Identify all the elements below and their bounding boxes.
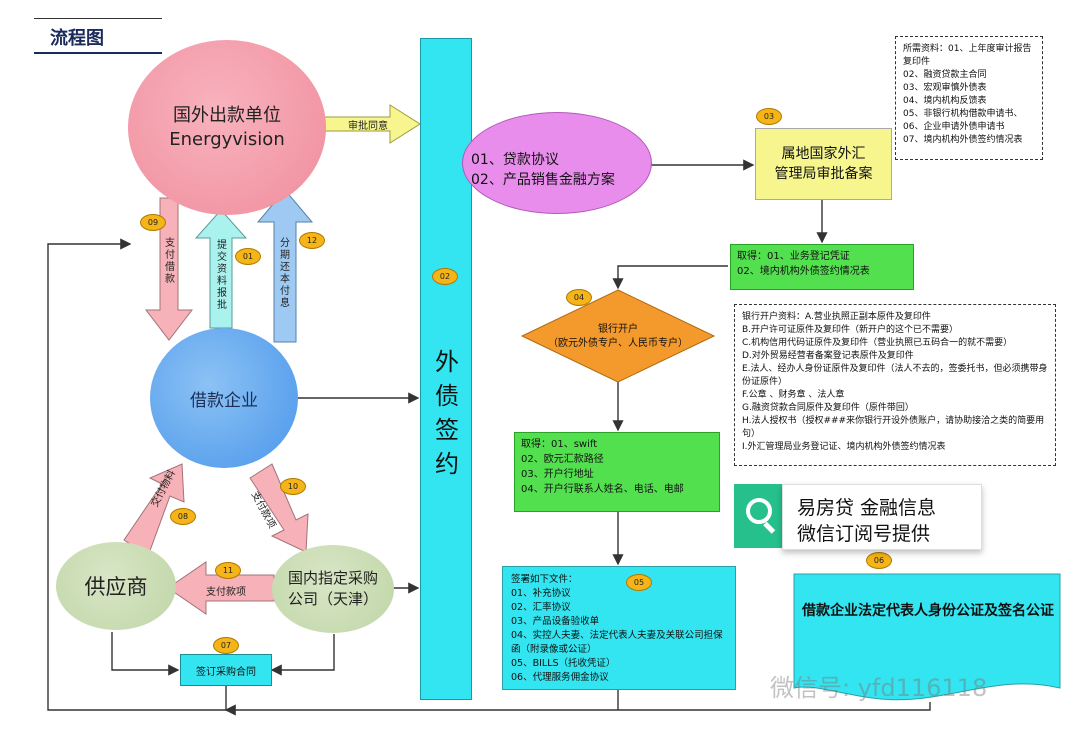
obtain-swift-box: 取得：01、swift 02、欧元汇款路径 03、开户行地址 04、开户行联系人… (514, 432, 720, 512)
connector-obtain-bank (612, 265, 728, 290)
page-title: 流程图 (20, 14, 162, 54)
debt-signing-label: 外债签约 (435, 348, 459, 478)
safe-material-line: 07、境内机构外债签约情况表 (903, 135, 1023, 145)
bank-material-line: B.开户许可证原件及复印件（新开户的这个已不需要） (742, 325, 959, 335)
bank-material-line: E.法人、经办人身份证原件及复印件（法人不去的，签委托书，但必须携带身份证原件） (742, 364, 1048, 387)
obtain-swift-line: 取得：01、swift (521, 439, 598, 450)
bank-account-label: 银行开户 （欧元外债专户、人民币专户） (540, 323, 696, 351)
repay-label: 分期还本付息 (280, 238, 290, 309)
notary-document-shape (793, 573, 1061, 701)
safe-material-line: 06、企业申请外债申请书 (903, 122, 1005, 132)
borrower-node: 借款企业 (150, 328, 298, 468)
step-badge-10: 10 (280, 478, 306, 495)
obtain-line: 取得：01、业务登记凭证 (737, 251, 850, 262)
safe-material-line: 所需资料：01、上年度审计报告复印件 (903, 44, 1032, 67)
deliver-block-arrow (123, 463, 185, 557)
sign-doc-line: 06、代理服务佣金协议 (511, 672, 609, 683)
repay-block-arrow (256, 189, 314, 343)
step-badge-03: 03 (756, 108, 782, 125)
bank-account-title: 银行开户 (598, 324, 638, 335)
safe-approval-line-1: 属地国家外汇 (781, 146, 866, 162)
safe-material-line: 03、宏观审慎外债表 (903, 83, 987, 93)
sign-doc-line: 05、BILLS（托收凭证） (511, 658, 616, 669)
sign-doc-line: 03、产品设备验收单 (511, 616, 600, 627)
lender-brand: Energyvision (169, 128, 285, 150)
connector-notary-bottom (224, 702, 931, 716)
bank-material-line: C.机构信用代码证原件及复印件（营业执照已五码合一的就不需要） (742, 338, 1013, 348)
safe-approval-line-2: 管理局审批备案 (774, 166, 873, 182)
connector-left-loop (47, 238, 228, 711)
step-badge-12: 12 (299, 232, 325, 249)
contract-line-2: 02、产品销售金融方案 (471, 172, 615, 188)
bank-material-line: G.融资贷款合同原件及复印件（原件带回） (742, 403, 914, 413)
approval-block-arrow (317, 104, 421, 144)
contract-line-1: 01、贷款协议 (471, 152, 559, 168)
pay-supplier-block-arrow (167, 561, 275, 615)
obtain-swift-line: 02、欧元汇款路径 (521, 454, 604, 465)
sign-documents-box: 签署如下文件： 01、补充协议 02、汇率协议 03、产品设备验收单 04、实控… (502, 566, 736, 690)
procurement-node: 国内指定采购 公司（天津） (272, 545, 394, 633)
safe-material-line: 04、境内机构反馈表 (903, 96, 987, 106)
lender-node: 国外出款单位 Energyvision (128, 40, 326, 215)
supplier-node: 供应商 (56, 542, 176, 630)
bank-account-subtitle: （欧元外债专户、人民币专户） (548, 338, 688, 349)
bank-materials-box: 银行开户资料：A.营业执照正副本原件及复印件 B.开户许可证原件及复印件（新开户… (734, 304, 1056, 466)
bank-material-line: H.法人授权书（授权###来你银行开设外债账户，请协助接洽之类的简要用句） (742, 416, 1045, 439)
procurement-label-2: 公司（天津） (287, 590, 378, 608)
pay-supplier-label: 支付款项 (206, 587, 246, 598)
bank-material-line: I.外汇管理局业务登记证、境内机构外债签约情况表 (742, 442, 946, 452)
sign-doc-line: 02、汇率协议 (511, 602, 571, 613)
search-icon (734, 484, 782, 548)
step-badge-09: 09 (140, 214, 166, 231)
bank-material-line: 银行开户资料：A.营业执照正副本原件及复印件 (742, 312, 931, 322)
bank-material-line: D.对外贸易经营者备案登记表原件及复印件 (742, 351, 914, 361)
connector-procure-sign (270, 634, 335, 676)
step-badge-11: 11 (215, 562, 241, 579)
connector-supplier-sign (111, 632, 180, 676)
approval-label: 审批同意 (348, 121, 388, 132)
debt-signing-bar: 外债签约 (420, 38, 472, 700)
sign-doc-line: 04、实控人夫妻、法定代表人夫妻及关联公司担保函（附录像或公证） (511, 630, 723, 655)
banner-line-2: 微信订阅号提供 (797, 523, 931, 545)
bank-material-line: F.公章 、财务章 、法人章 (742, 390, 845, 400)
bank-account-diamond (520, 289, 716, 383)
contract-bubble: 01、贷款协议 02、产品销售金融方案 (462, 112, 652, 214)
obtain-line: 02、境内机构外债签约情况表 (737, 266, 870, 277)
pay-loan-label: 支付借款 (165, 238, 175, 285)
safe-material-line: 05、非银行机构借款申请书、 (903, 109, 1023, 119)
page-title-text: 流程图 (50, 28, 104, 49)
banner-line-1: 易房贷 金融信息 (797, 497, 937, 519)
lender-name: 国外出款单位 (173, 104, 281, 126)
safe-approval-box: 属地国家外汇 管理局审批备案 (755, 128, 892, 200)
step-badge-01: 01 (235, 248, 261, 265)
obtain-registration-box: 取得：01、业务登记凭证 02、境内机构外债签约情况表 (730, 244, 914, 290)
sign-doc-line: 签署如下文件： (511, 574, 578, 585)
pay-goods-block-arrow (249, 463, 309, 553)
procurement-label-1: 国内指定采购 (287, 569, 378, 587)
step-badge-06: 06 (866, 552, 892, 569)
sign-doc-line: 01、补充协议 (511, 588, 571, 599)
subscription-banner: 易房贷 金融信息 微信订阅号提供 (734, 484, 982, 552)
safe-materials-box: 所需资料：01、上年度审计报告复印件 02、融资贷款主合同 03、宏观审慎外债表… (895, 36, 1043, 160)
step-badge-07: 07 (213, 637, 239, 654)
step-badge-02: 02 (432, 268, 458, 285)
sign-purchase-contract-box: 签订采购合同 (180, 654, 272, 686)
submit-docs-label: 提交资料报批 (217, 240, 227, 311)
step-badge-04: 04 (566, 289, 592, 306)
supplier-label: 供应商 (84, 575, 148, 599)
pay-loan-block-arrow (144, 197, 194, 341)
obtain-swift-line: 03、开户行地址 (521, 469, 594, 480)
watermark: 微信号: yfd116118 (770, 674, 988, 702)
safe-material-line: 02、融资贷款主合同 (903, 70, 987, 80)
step-badge-08: 08 (170, 508, 196, 525)
notary-label: 借款企业法定代表人身份公证及签名公证 (802, 603, 1054, 619)
submit-block-arrow (194, 209, 248, 329)
sign-purchase-label: 签订采购合同 (196, 666, 256, 678)
step-badge-05: 05 (626, 574, 652, 591)
obtain-swift-line: 04、开户行联系人姓名、电话、电邮 (521, 484, 684, 495)
borrower-label: 借款企业 (190, 390, 258, 411)
